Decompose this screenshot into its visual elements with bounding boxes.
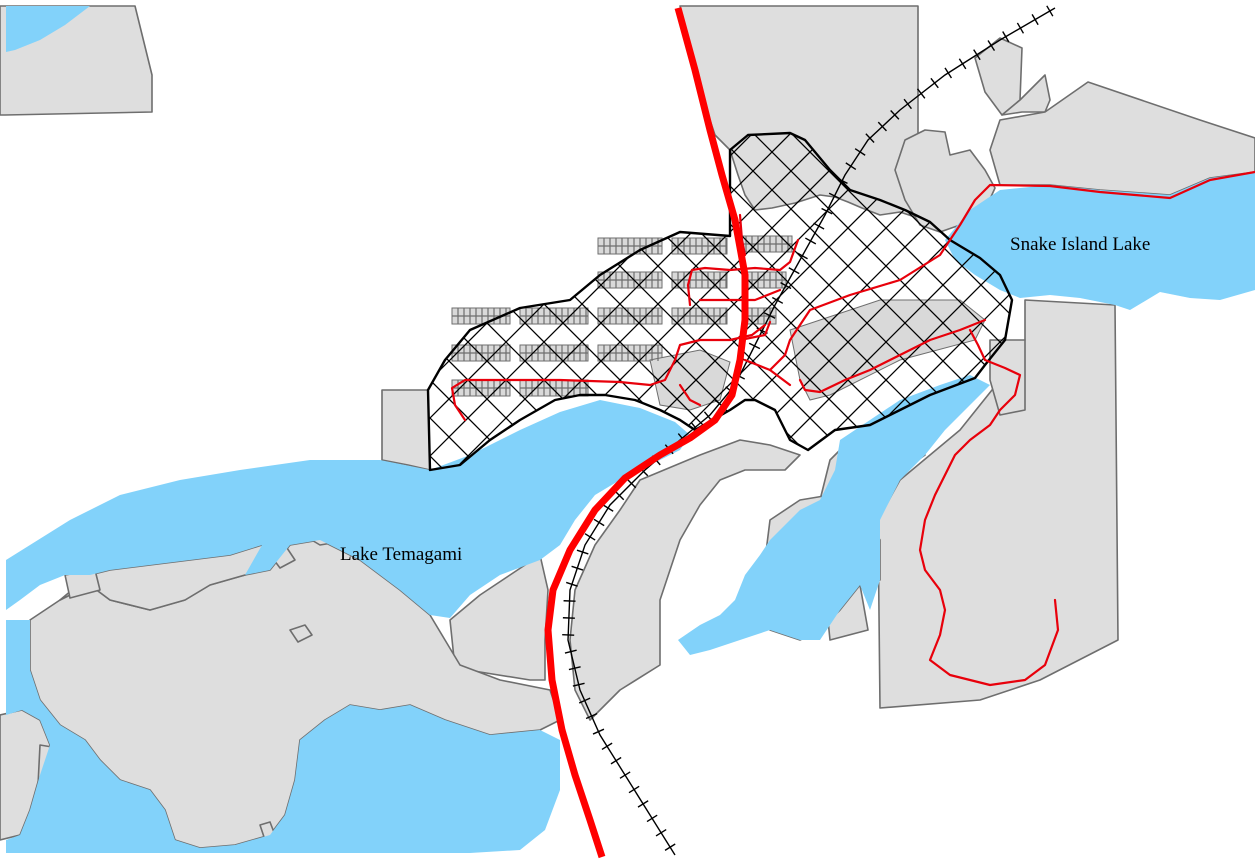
townsite-boundary <box>426 131 1014 472</box>
railway-tie <box>903 98 912 110</box>
railway-tie <box>628 785 640 794</box>
railway-tie <box>571 565 584 571</box>
island-6 <box>289 624 313 643</box>
local-road-snake-lake <box>768 170 1255 372</box>
local-road-north-loop <box>686 238 800 307</box>
railway-tie <box>845 162 857 171</box>
railway-tie <box>646 814 658 823</box>
railway-tie <box>592 728 605 735</box>
hatch-line <box>619 133 1012 470</box>
water <box>6 6 1255 853</box>
snake-island-lake <box>945 172 1255 310</box>
railway-tie <box>836 177 848 185</box>
local-roads <box>450 170 1255 687</box>
railway-tie <box>576 549 589 555</box>
hatch-line <box>428 133 887 470</box>
railway-tie <box>780 282 792 290</box>
local-road-east-connector <box>743 358 792 387</box>
railway-tie <box>601 742 613 751</box>
railway-line <box>567 7 1056 856</box>
railway-tie <box>987 40 996 52</box>
railway-ties <box>562 5 1054 851</box>
local-road-spur-3 <box>738 320 772 342</box>
local-road-west <box>450 323 767 422</box>
railway-tie <box>602 504 614 512</box>
railway-tie <box>930 77 939 89</box>
railway-tie <box>578 697 591 704</box>
railway-tie <box>664 843 676 851</box>
highway <box>544 7 749 859</box>
hatch-line <box>428 133 913 470</box>
railway-tie <box>828 192 841 200</box>
railway-tie <box>813 222 825 230</box>
parcel-south-central <box>569 439 801 721</box>
parcel-west-central <box>381 389 431 471</box>
railway-tie <box>944 67 953 79</box>
lot-strip-south <box>649 349 731 411</box>
railway-tie <box>568 666 581 671</box>
local-road-east-spur <box>918 328 1060 687</box>
lake-top-left <box>6 6 90 52</box>
railway-tie <box>771 296 784 304</box>
hatch-line <box>428 133 925 470</box>
railway-tie <box>854 148 866 156</box>
hatch-line <box>657 133 1012 470</box>
parcel-north-central <box>679 5 919 219</box>
railway-tie <box>865 133 875 144</box>
local-road-south-spur <box>678 383 702 407</box>
railway-tie <box>764 312 776 319</box>
railway-tie <box>610 756 622 765</box>
railway-tie <box>748 342 761 350</box>
railway-tie <box>1031 14 1039 26</box>
lake-south-east-inlet <box>678 375 990 655</box>
railway-tie <box>584 533 596 541</box>
parcel-east-strip <box>989 339 1026 416</box>
railway-tie <box>626 478 637 489</box>
railway-tie <box>890 110 900 120</box>
railway-tie <box>572 682 585 687</box>
railway-tie <box>655 828 667 837</box>
lake-temagami <box>6 400 690 618</box>
railway-tie <box>619 771 631 779</box>
railway-tie <box>821 207 833 215</box>
railway-tie <box>614 490 625 501</box>
railway-tie <box>1046 5 1054 17</box>
railway-tie <box>877 121 887 132</box>
lake-temagami-south-arm <box>6 620 560 853</box>
railway-tie <box>796 252 808 260</box>
label-lake-temagami: Lake Temagami <box>340 544 462 565</box>
railway-tie <box>585 713 598 720</box>
railway-tie <box>788 267 800 275</box>
railway-tie <box>637 800 649 808</box>
railway-tie <box>565 581 578 587</box>
label-snake-island-lake: Snake Island Lake <box>1010 234 1150 255</box>
railway-tie <box>804 237 817 245</box>
parcel-north-east-2 <box>1001 74 1051 116</box>
railway-tie <box>958 58 967 70</box>
railway-tie <box>564 649 577 654</box>
railway-tie <box>916 88 926 99</box>
local-road-spur-2 <box>698 288 782 302</box>
railway-tie <box>593 518 605 527</box>
railway-tie <box>973 49 981 61</box>
local-road-east-loop <box>798 318 987 394</box>
hatch-line <box>581 133 1012 470</box>
railway <box>562 5 1056 856</box>
railway-tie <box>1016 22 1025 34</box>
railway-tie <box>1002 31 1010 43</box>
